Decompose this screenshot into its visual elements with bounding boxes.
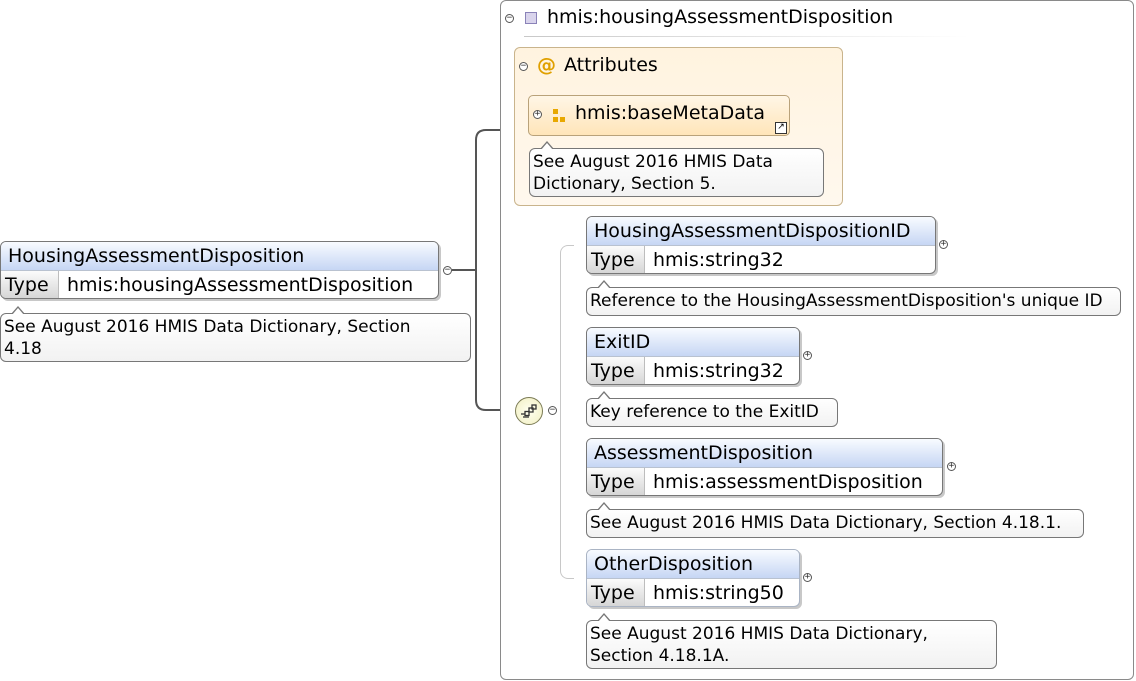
root-annotation-line-1: See August 2016 HMIS Data Dictionary, Se… (4, 317, 411, 337)
attribute-annotation-line-1: See August 2016 HMIS Data (533, 152, 773, 172)
attribute-expand-toggle[interactable]: + (533, 109, 542, 119)
element-type-value: hmis:assessmentDisposition (653, 471, 923, 493)
element-type-value: hmis:string32 (653, 249, 784, 271)
annotation-exitid: Key reference to the ExitID (586, 391, 838, 427)
annotation-text: See August 2016 HMIS Data Dictionary, Se… (590, 513, 1062, 533)
reference-arrow-icon[interactable]: ↗ (775, 122, 787, 134)
annotation-text: Key reference to the ExitID (590, 402, 819, 422)
sequence-compositor-icon[interactable] (515, 397, 543, 425)
element-name: ExitID (587, 328, 799, 357)
root-type-value: hmis:housingAssessmentDisposition (67, 274, 414, 296)
expand-toggle-assessmentdisposition[interactable]: + (947, 461, 956, 471)
annotation-line-2: Section 4.18.1A. (590, 646, 730, 666)
sequence-bracket (560, 245, 574, 579)
attributes-title: Attributes (564, 54, 658, 76)
element-name: AssessmentDisposition (587, 439, 942, 468)
complex-type-icon (525, 12, 537, 24)
type-header-divider (524, 36, 969, 37)
element-type-label: Type (587, 357, 645, 384)
element-otherdisposition[interactable]: OtherDisposition Type hmis:string50 (586, 549, 800, 607)
root-collapse-toggle[interactable]: − (443, 265, 452, 275)
element-exitid[interactable]: ExitID Type hmis:string32 (586, 327, 800, 385)
expand-toggle-housingassessmentdispositionid[interactable]: + (939, 239, 948, 249)
complex-type-title: hmis:housingAssessmentDisposition (547, 6, 894, 28)
attribute-group-icon (553, 109, 565, 123)
element-type-label: Type (587, 579, 645, 606)
attributes-at-icon: @ (537, 54, 556, 76)
attribute-annotation: See August 2016 HMIS Data Dictionary, Se… (529, 141, 824, 197)
root-type-label: Type (1, 271, 59, 298)
expand-toggle-exitid[interactable]: + (803, 350, 812, 360)
expand-toggle-otherdisposition[interactable]: + (803, 572, 812, 582)
type-collapse-toggle[interactable]: − (505, 13, 514, 23)
annotation-otherdisposition: See August 2016 HMIS Data Dictionary, Se… (586, 613, 997, 669)
element-type-value: hmis:string32 (653, 360, 784, 382)
annotation-assessmentdisposition: See August 2016 HMIS Data Dictionary, Se… (586, 502, 1084, 538)
attribute-basemetadata-box[interactable] (528, 95, 790, 136)
element-type-value: hmis:string50 (653, 582, 784, 604)
sequence-icon-glyph (521, 404, 537, 418)
annotation-housingassessmentdispositionid: Reference to the HousingAssessmentDispos… (586, 280, 1121, 316)
attribute-name: hmis:baseMetaData (575, 102, 765, 124)
root-annotation: See August 2016 HMIS Data Dictionary, Se… (0, 306, 471, 362)
element-type-label: Type (587, 468, 645, 495)
root-element-name: HousingAssessmentDisposition (1, 242, 438, 271)
annotation-line-1: See August 2016 HMIS Data Dictionary, (590, 624, 928, 644)
annotation-text: Reference to the HousingAssessmentDispos… (590, 291, 1103, 311)
root-element-box[interactable]: HousingAssessmentDisposition Type hmis:h… (0, 241, 439, 299)
root-annotation-line-2: 4.18 (4, 339, 42, 359)
element-type-label: Type (587, 246, 645, 273)
element-name: OtherDisposition (587, 550, 799, 579)
sequence-collapse-toggle[interactable]: − (548, 405, 557, 415)
attributes-collapse-toggle[interactable]: − (519, 61, 528, 71)
element-housingassessmentdispositionid[interactable]: HousingAssessmentDispositionID Type hmis… (586, 216, 936, 274)
element-name: HousingAssessmentDispositionID (587, 217, 935, 246)
element-assessmentdisposition[interactable]: AssessmentDisposition Type hmis:assessme… (586, 438, 943, 496)
attribute-annotation-line-2: Dictionary, Section 5. (533, 174, 716, 194)
